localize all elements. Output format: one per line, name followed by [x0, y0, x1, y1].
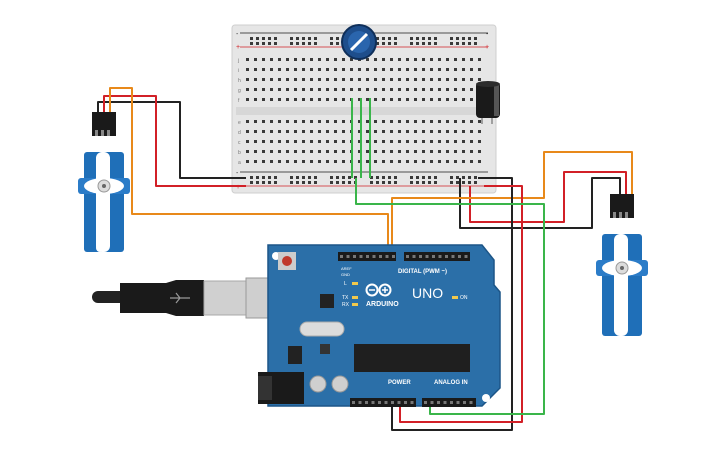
row-letter: j	[237, 58, 239, 64]
wire-black-right-servo	[459, 177, 621, 229]
rail-minus-bottom: -	[236, 170, 239, 177]
power-label: POWER	[388, 380, 411, 386]
row-letters-top: j i h g f	[237, 58, 241, 104]
rail-minus-top-right: -	[486, 31, 489, 38]
usb-chip	[320, 294, 334, 308]
rx-label: RX	[342, 302, 350, 308]
row-letter: g	[238, 88, 241, 94]
row-letter: e	[238, 120, 241, 126]
row-letter: h	[238, 78, 241, 84]
row-letter: f	[238, 98, 240, 104]
wire-red-left-servo	[103, 95, 246, 187]
row-letter: b	[238, 150, 241, 156]
wire-orange-right-servo	[391, 151, 633, 257]
analog-label: ANALOG IN	[434, 380, 468, 386]
tx-label: TX	[342, 295, 349, 301]
arduino-logo-icon	[365, 283, 392, 297]
rail-plus-top: +	[236, 44, 240, 51]
regulator	[288, 346, 302, 364]
wires	[97, 87, 633, 431]
arduino-uno[interactable]: ARDUINO UNO DIGITAL (PWM ~) POWER ANALOG…	[258, 244, 501, 407]
servo-left[interactable]	[78, 112, 130, 252]
row-letters-bottom: e d c b a	[238, 120, 241, 166]
rail-plus-top-right: +	[485, 44, 489, 51]
l-label: L	[344, 281, 347, 287]
breadboard-holes	[246, 37, 481, 184]
row-letter: c	[238, 140, 241, 146]
wire-red-right-servo	[469, 171, 627, 223]
servo-right[interactable]	[596, 194, 648, 336]
row-letter: i	[238, 68, 239, 74]
digital-label: DIGITAL (PWM ~)	[398, 269, 447, 275]
potentiometer[interactable]	[341, 24, 377, 60]
pot-jumpers	[351, 98, 371, 178]
model-label: UNO	[412, 285, 443, 301]
aref-label: AREF	[341, 266, 352, 271]
wire-orange-left-servo	[109, 87, 389, 257]
arduino-logo-text: ARDUINO	[366, 301, 399, 308]
on-label: ON	[460, 295, 468, 301]
rail-minus-top: -	[236, 31, 239, 38]
breadboard[interactable]: - + - + - + j i h g f e d c b a	[231, 24, 497, 194]
capacitor[interactable]	[476, 81, 500, 124]
wire-black-left-servo	[97, 101, 246, 179]
row-letter: a	[238, 160, 241, 166]
header-pins	[340, 255, 473, 404]
wire-green-a0	[355, 178, 545, 415]
usb-icon	[170, 292, 190, 304]
rail-plus-bottom: +	[236, 184, 240, 191]
row-letter: d	[238, 130, 241, 136]
gnd-label: GND	[341, 272, 350, 277]
wire-red-5v	[399, 185, 523, 423]
atmega-chip	[354, 344, 470, 372]
wire-black-gnd	[391, 177, 513, 431]
